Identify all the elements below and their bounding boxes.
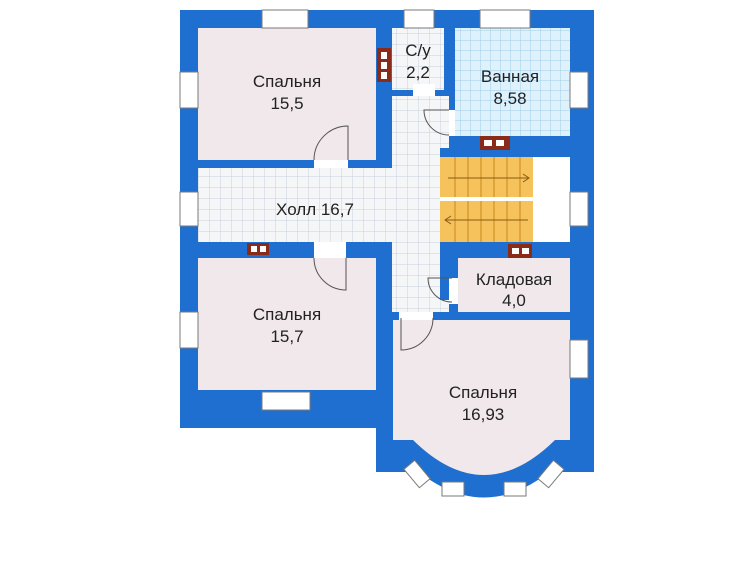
bedroom-bottom-left	[198, 258, 376, 390]
bedroom-top-left-name: Спальня	[253, 72, 321, 91]
storage-room	[458, 258, 570, 312]
wc-name: С/у	[405, 41, 431, 60]
bedroom-top-left	[198, 28, 376, 160]
bathroom-name: Ванная	[481, 67, 539, 86]
storage-area: 4,0	[502, 291, 526, 310]
doors	[313, 84, 458, 351]
chimney-storage	[508, 244, 532, 258]
bathroom	[455, 28, 570, 136]
stair-arrow	[444, 173, 530, 225]
bedroom-bottom-right	[393, 320, 570, 475]
bedroom-bottom-right-area: 16,93	[462, 405, 505, 424]
bedroom-bottom-left-area: 15,7	[270, 327, 303, 346]
chimneys	[247, 48, 532, 258]
bay-windows	[403, 459, 565, 497]
storage-name: Кладовая	[476, 270, 552, 289]
bathroom-area: 8,58	[493, 89, 526, 108]
bedroom-bottom-left-name: Спальня	[253, 305, 321, 324]
wc-room	[392, 28, 444, 90]
hall	[198, 96, 449, 312]
wc-area: 2,2	[406, 63, 430, 82]
bedroom-top-left-area: 15,5	[270, 94, 303, 113]
hall-label: Холл 16,7	[276, 200, 354, 219]
stair-landing	[533, 157, 570, 242]
windows	[179, 9, 589, 411]
chimney-bath	[480, 136, 510, 150]
bedroom-bottom-right-name: Спальня	[449, 383, 517, 402]
